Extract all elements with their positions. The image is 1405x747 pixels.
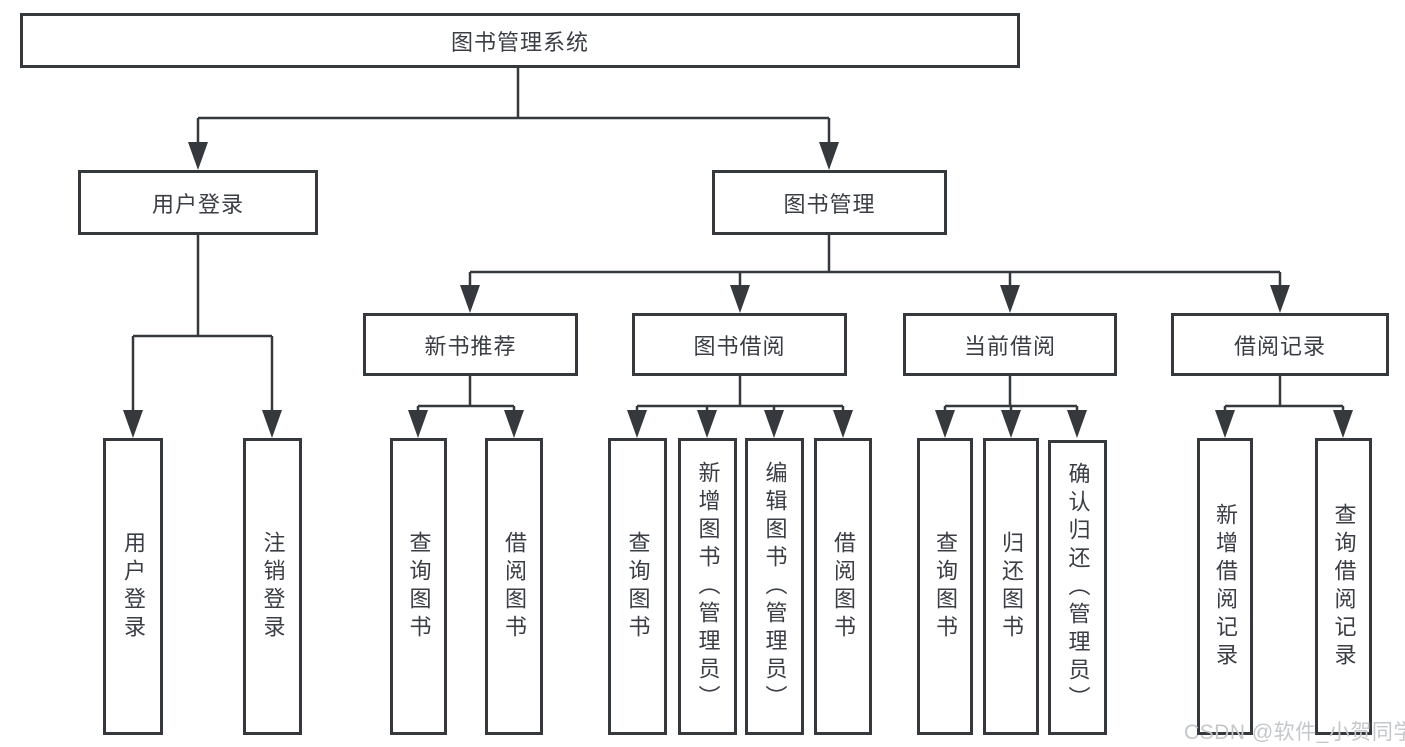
node-user-login: 用户登录 xyxy=(78,170,318,235)
leaf-query-book-b: 查询图书 xyxy=(608,438,667,735)
leaf-add-record-label: 新增借阅记录 xyxy=(1213,502,1238,671)
leaf-query-book-b-label: 查询图书 xyxy=(625,530,651,643)
leaf-query-book-a-label: 查询图书 xyxy=(406,530,432,643)
node-root-label: 图书管理系统 xyxy=(450,29,589,55)
leaf-add-book: 新增图书（管理员） xyxy=(678,438,737,735)
leaf-confirm-return-label: 确认归还（管理员） xyxy=(1065,461,1091,714)
leaf-borrow-book-a-label: 借阅图书 xyxy=(502,530,527,643)
node-new-book-rec-label: 新书推荐 xyxy=(424,333,517,359)
node-book-mgmt-label: 图书管理 xyxy=(783,191,876,217)
node-book-borrow-label: 图书借阅 xyxy=(693,333,786,359)
leaf-borrow-book-b-label: 借阅图书 xyxy=(831,530,856,643)
leaf-query-record-label: 查询借阅记录 xyxy=(1331,502,1357,671)
leaf-edit-book-label: 编辑图书（管理员） xyxy=(762,460,788,713)
leaf-confirm-return: 确认归还（管理员） xyxy=(1048,440,1107,735)
watermark: CSDN @软件_小贺同学 xyxy=(1184,721,1405,744)
leaf-query-book-c-label: 查询图书 xyxy=(933,530,958,643)
node-new-book-rec: 新书推荐 xyxy=(363,313,578,376)
leaf-return-book-label: 归还图书 xyxy=(999,530,1024,643)
leaf-query-book-c: 查询图书 xyxy=(917,438,973,735)
node-current-borrow-label: 当前借阅 xyxy=(963,333,1056,359)
node-book-mgmt: 图书管理 xyxy=(712,170,947,235)
node-current-borrow: 当前借阅 xyxy=(903,313,1117,376)
leaf-logout-label: 注销登录 xyxy=(260,530,286,643)
leaf-borrow-book-a: 借阅图书 xyxy=(485,438,543,735)
leaf-borrow-book-b: 借阅图书 xyxy=(814,438,872,735)
leaf-query-book-a: 查询图书 xyxy=(390,438,447,735)
leaf-user-login-label: 用户登录 xyxy=(121,530,146,643)
leaf-add-record: 新增借阅记录 xyxy=(1197,438,1253,735)
leaf-logout: 注销登录 xyxy=(243,438,302,735)
arrowhead-icons xyxy=(123,142,1353,438)
node-user-login-label: 用户登录 xyxy=(151,191,244,217)
leaf-add-book-label: 新增图书（管理员） xyxy=(695,460,721,713)
node-root: 图书管理系统 xyxy=(20,13,1020,68)
node-borrow-records: 借阅记录 xyxy=(1171,313,1389,376)
leaf-query-record: 查询借阅记录 xyxy=(1315,438,1372,735)
node-borrow-records-label: 借阅记录 xyxy=(1233,333,1326,359)
leaf-return-book: 归还图书 xyxy=(983,438,1039,735)
leaf-edit-book: 编辑图书（管理员） xyxy=(745,438,804,735)
leaf-user-login: 用户登录 xyxy=(103,438,163,735)
node-book-borrow: 图书借阅 xyxy=(632,313,847,376)
